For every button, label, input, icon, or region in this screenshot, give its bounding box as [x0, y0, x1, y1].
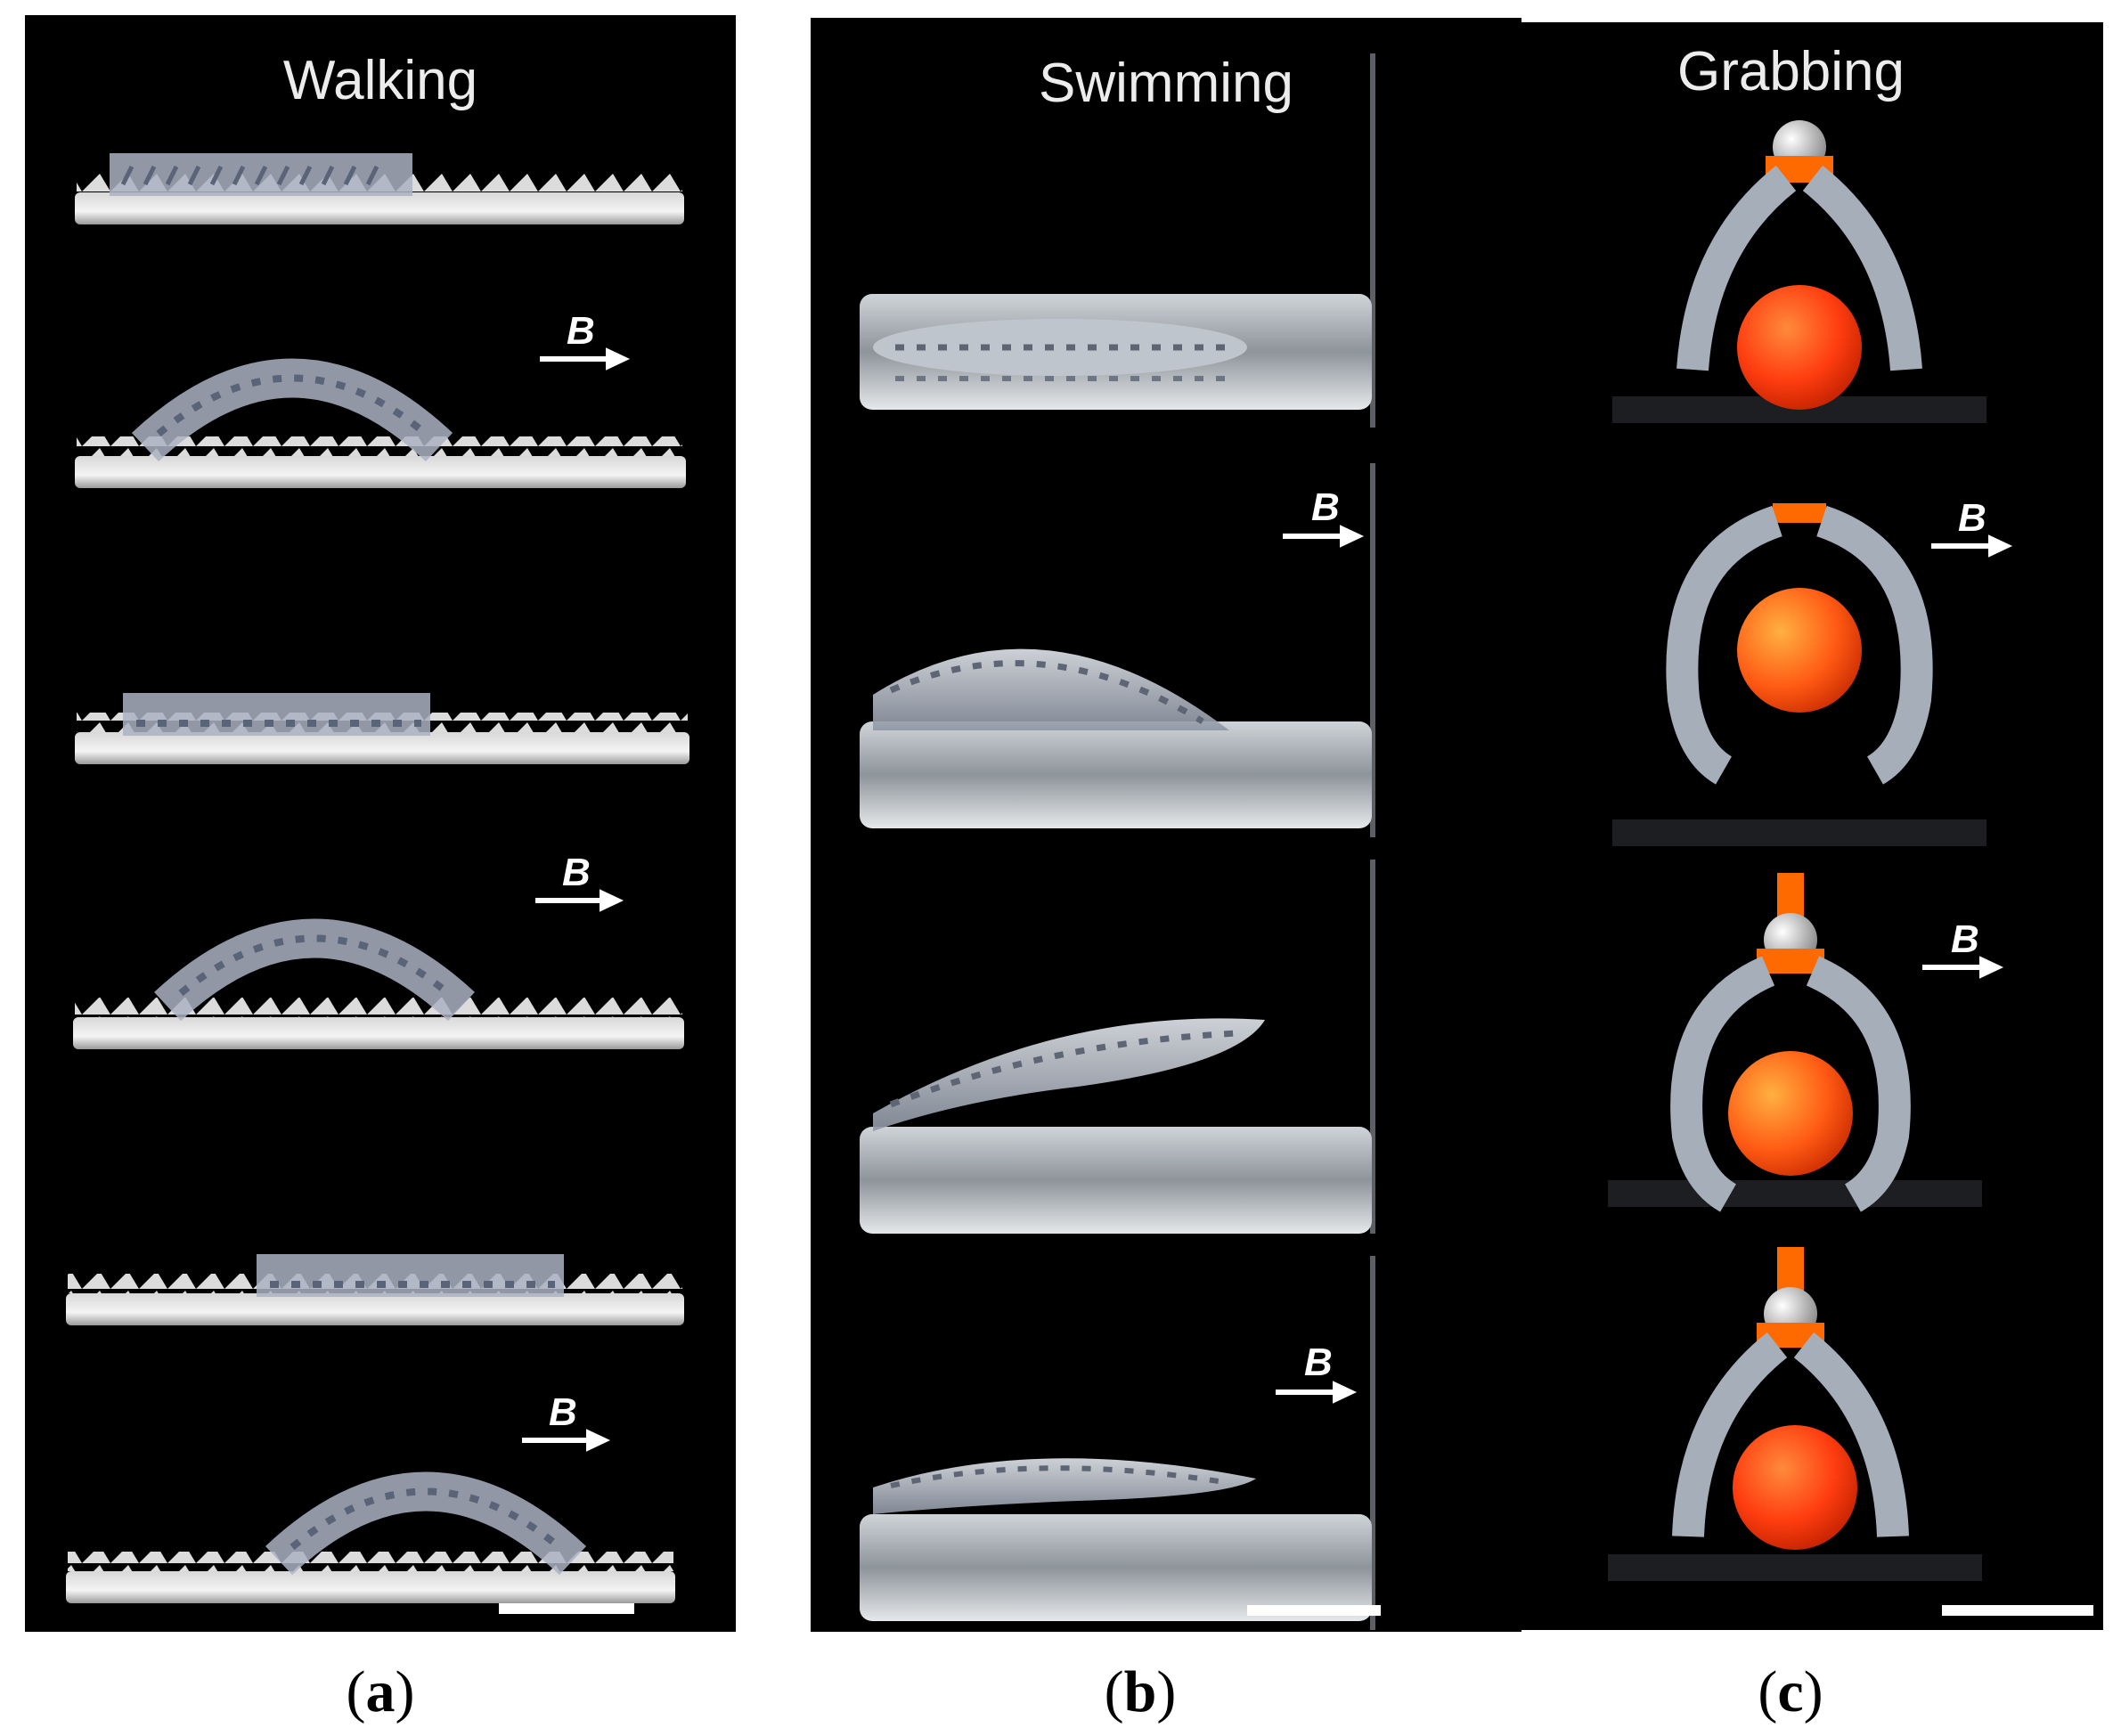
- grabbing-photo-sequence: [1608, 120, 2013, 1581]
- scale-bar: [1942, 1605, 2093, 1616]
- caption-a: (a): [346, 1659, 415, 1724]
- walking-frame-6: [66, 1471, 675, 1603]
- grabbing-frame-3: [1670, 873, 1911, 1212]
- grabbing-frame-2: [1666, 503, 1933, 785]
- grabbing-panel: Grabbing: [1479, 22, 2103, 1630]
- grabbing-field-arrows: [1922, 534, 2013, 979]
- grabbing-frame-1: [1676, 120, 1922, 410]
- field-label-b: B: [1958, 496, 1986, 540]
- field-label-b: B: [549, 1390, 577, 1434]
- swimming-panel: Swimming: [811, 18, 1521, 1632]
- scale-bar: [1247, 1605, 1381, 1616]
- caption-c: (c): [1758, 1659, 1823, 1724]
- swimming-frame-4: [860, 1458, 1372, 1621]
- walking-frame-2: [75, 358, 686, 488]
- grabbing-frame-4: [1672, 1247, 1909, 1550]
- caption-b: (b): [1104, 1659, 1177, 1724]
- scale-bar: [499, 1603, 634, 1614]
- walking-frame-1: [75, 153, 684, 224]
- swimming-field-arrows: [1276, 525, 1365, 1404]
- field-label-b: B: [562, 851, 591, 894]
- field-label-b: B: [1311, 485, 1340, 529]
- walking-photo-sequence: [66, 153, 689, 1603]
- swimming-frame-2: [860, 648, 1372, 828]
- swimming-frame-1: [860, 294, 1372, 410]
- walking-panel: Walking: [25, 15, 736, 1632]
- field-label-b: B: [567, 309, 595, 353]
- panel-title-swimming: Swimming: [1039, 53, 1293, 114]
- walking-frame-5: [66, 1254, 684, 1325]
- field-label-b: B: [1304, 1341, 1333, 1384]
- field-label-b: B: [1951, 917, 1979, 961]
- walking-frame-4: [73, 918, 684, 1049]
- walking-field-arrows: [522, 347, 631, 1452]
- panel-title-grabbing: Grabbing: [1676, 41, 1905, 102]
- panel-title-walking: Walking: [282, 50, 478, 111]
- swimming-photo-sequence: [860, 53, 1375, 1630]
- swimming-frame-3: [860, 1018, 1372, 1234]
- walking-frame-3: [75, 693, 689, 764]
